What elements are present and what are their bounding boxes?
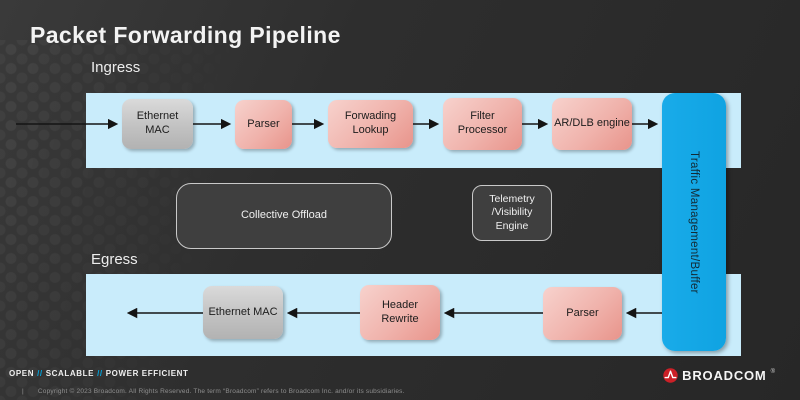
- footer-page-separator: |: [22, 388, 24, 395]
- registered-mark: ®: [770, 368, 775, 375]
- tagline-open: OPEN: [9, 369, 35, 378]
- tagline-separator: //: [37, 369, 43, 378]
- egress-label: Egress: [91, 251, 138, 268]
- box-ar-dlb-engine: AR/DLB engine: [552, 98, 632, 150]
- broadcom-logo-icon: [663, 368, 678, 383]
- box-ethernet-mac-egress: Ethernet MAC: [203, 286, 283, 339]
- box-filter-processor: Filter Processor: [443, 98, 522, 150]
- box-telemetry-visibility-engine: Telemetry /Visibility Engine: [472, 185, 552, 241]
- tagline-separator: //: [97, 369, 103, 378]
- box-forwarding-lookup: Forwading Lookup: [328, 100, 413, 148]
- footer-tagline: OPEN//SCALABLE//POWER EFFICIENT: [9, 369, 189, 378]
- tagline-power-efficient: POWER EFFICIENT: [105, 369, 189, 378]
- broadcom-logo: BROADCOM ®: [663, 368, 775, 383]
- box-parser-egress: Parser: [543, 287, 622, 340]
- tagline-scalable: SCALABLE: [45, 369, 95, 378]
- box-ethernet-mac-ingress: Ethernet MAC: [122, 99, 193, 149]
- box-traffic-management-buffer: Traffic Management/Buffer: [662, 93, 726, 351]
- ingress-label: Ingress: [91, 59, 141, 76]
- copyright-text: Copyright © 2023 Broadcom. All Rights Re…: [37, 388, 405, 395]
- box-parser-ingress: Parser: [235, 100, 292, 149]
- broadcom-logo-text: BROADCOM: [682, 368, 767, 383]
- box-header-rewrite: Header Rewrite: [360, 285, 440, 340]
- traffic-management-label: Traffic Management/Buffer: [688, 150, 701, 294]
- page-title: Packet Forwarding Pipeline: [30, 22, 341, 48]
- footer-copyright: | Copyright © 2023 Broadcom. All Rights R…: [22, 388, 405, 395]
- box-collective-offload: Collective Offload: [176, 183, 392, 249]
